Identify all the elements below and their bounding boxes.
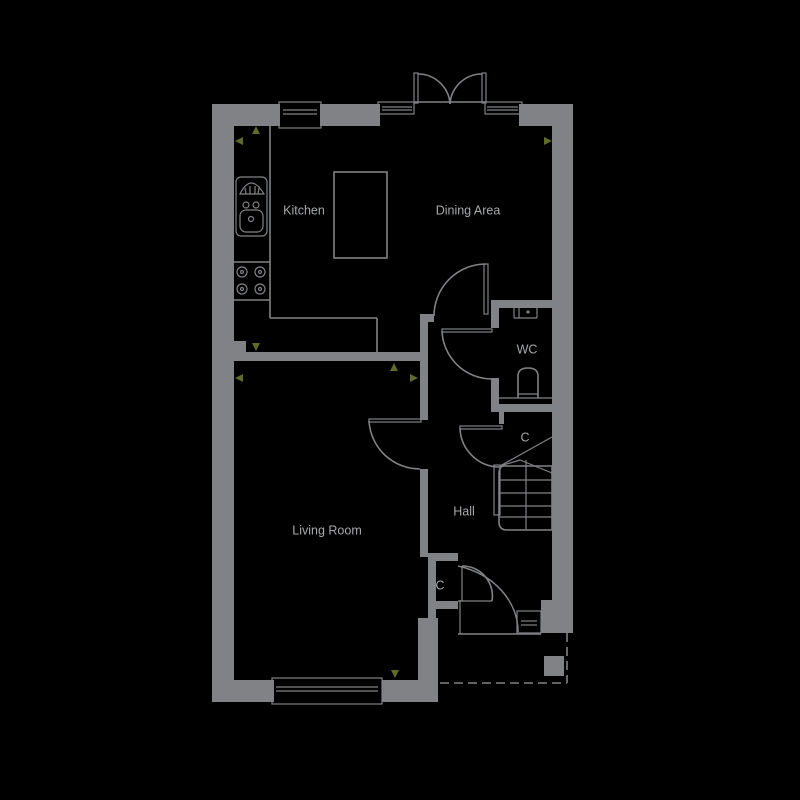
marker-living-up <box>390 363 398 371</box>
window-living <box>271 677 383 705</box>
external-walls <box>212 104 573 702</box>
direction-markers <box>235 126 552 678</box>
room-label-cupboard-front: C <box>435 578 444 592</box>
kitchen-island <box>333 171 388 259</box>
marker-kitchen-up <box>252 126 260 134</box>
marker-kitchen-left <box>235 137 243 145</box>
room-label-hall: Hall <box>453 504 475 518</box>
toilet-icon <box>498 367 552 399</box>
kitchen-sink-icon <box>235 176 268 237</box>
window-dining-right <box>484 101 523 115</box>
basin-icon <box>513 305 538 319</box>
marker-living-right <box>410 374 418 382</box>
hob-icon <box>236 266 266 295</box>
room-label-living: Living Room <box>292 523 361 537</box>
room-label-kitchen: Kitchen <box>283 203 325 217</box>
window-dining-left <box>377 101 415 115</box>
door-dining-hall <box>433 263 489 317</box>
french-doors <box>413 72 487 105</box>
door-front <box>457 565 542 635</box>
kitchen-worktop <box>234 126 378 352</box>
door-cupboard-stairs <box>459 425 503 468</box>
porch-outline <box>440 633 568 684</box>
room-label-cupboard-stairs: C <box>520 430 529 444</box>
window-kitchen <box>278 101 322 129</box>
internal-walls <box>234 300 552 621</box>
marker-kitchen-down <box>252 343 260 351</box>
door-living <box>368 418 422 470</box>
door-wc <box>441 328 493 380</box>
marker-dining-right <box>544 137 552 145</box>
staircase <box>493 436 553 531</box>
marker-living-left <box>235 374 243 382</box>
room-label-dining: Dining Area <box>436 203 501 217</box>
room-label-wc: WC <box>517 342 538 356</box>
marker-living-down <box>391 670 399 678</box>
